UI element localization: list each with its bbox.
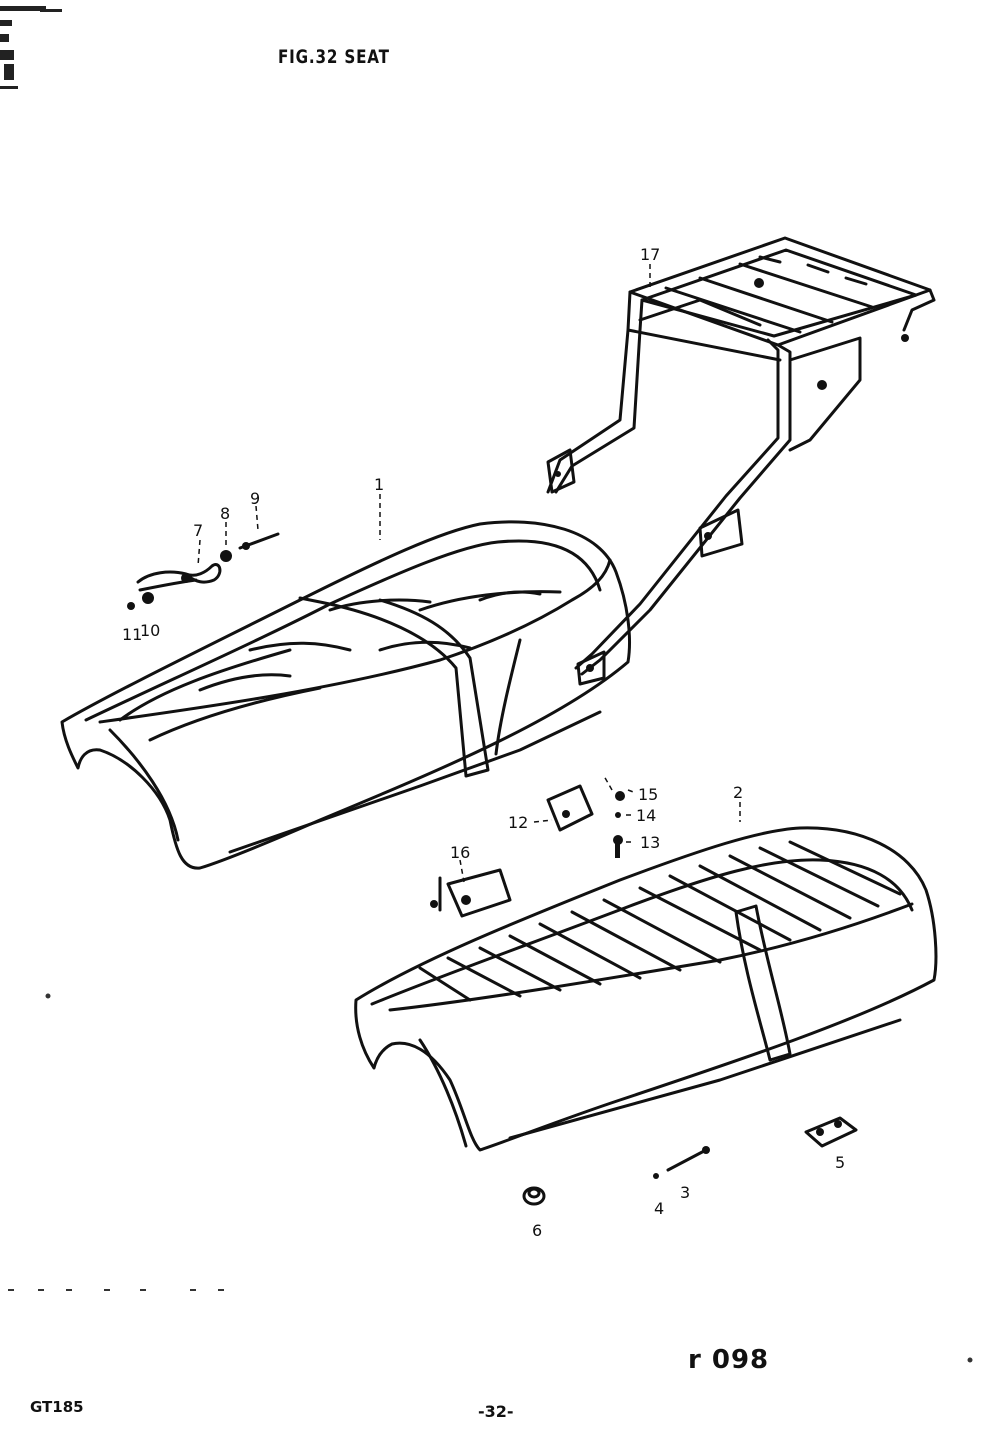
part-label-9: 9 (250, 489, 260, 508)
part-label-16: 16 (450, 843, 470, 862)
part-number-labels: 1 2 3 4 5 6 7 8 9 10 11 12 13 14 15 16 1… (122, 245, 845, 1240)
page-number: -32- (478, 1402, 514, 1421)
dual-seat-lower (354, 826, 938, 1152)
part-label-13: 13 (640, 833, 660, 852)
dual-seat-upper (60, 520, 631, 870)
part-label-3: 3 (680, 1183, 690, 1202)
hardware-fill (127, 542, 842, 1179)
hinge-and-hardware (136, 532, 858, 1172)
leader-lines (197, 264, 741, 883)
part-label-7: 7 (193, 521, 203, 540)
nut-part-6 (522, 1186, 546, 1206)
scan-corner-marks (0, 6, 62, 89)
part-label-15: 15 (638, 785, 658, 804)
model-name: GT185 (30, 1398, 84, 1416)
part-label-12: 12 (508, 813, 528, 832)
part-label-14: 14 (636, 806, 656, 825)
illustration-code: r 098 (688, 1345, 770, 1375)
part-label-5: 5 (835, 1153, 845, 1172)
part-label-4: 4 (654, 1199, 664, 1218)
part-label-11: 11 (122, 625, 142, 644)
figure-title: FIG.32 SEAT (278, 46, 390, 68)
rack-mounting-bolts (555, 278, 909, 672)
part-label-1: 1 (374, 475, 384, 494)
part-label-17: 17 (640, 245, 660, 264)
part-label-2: 2 (733, 783, 743, 802)
part-label-6: 6 (532, 1221, 542, 1240)
part-label-10: 10 (140, 621, 160, 640)
part-label-8: 8 (220, 504, 230, 523)
lower-seat-ribs (418, 840, 902, 1002)
rack-grab-rail (546, 236, 936, 686)
scan-dashes (8, 993, 973, 1363)
